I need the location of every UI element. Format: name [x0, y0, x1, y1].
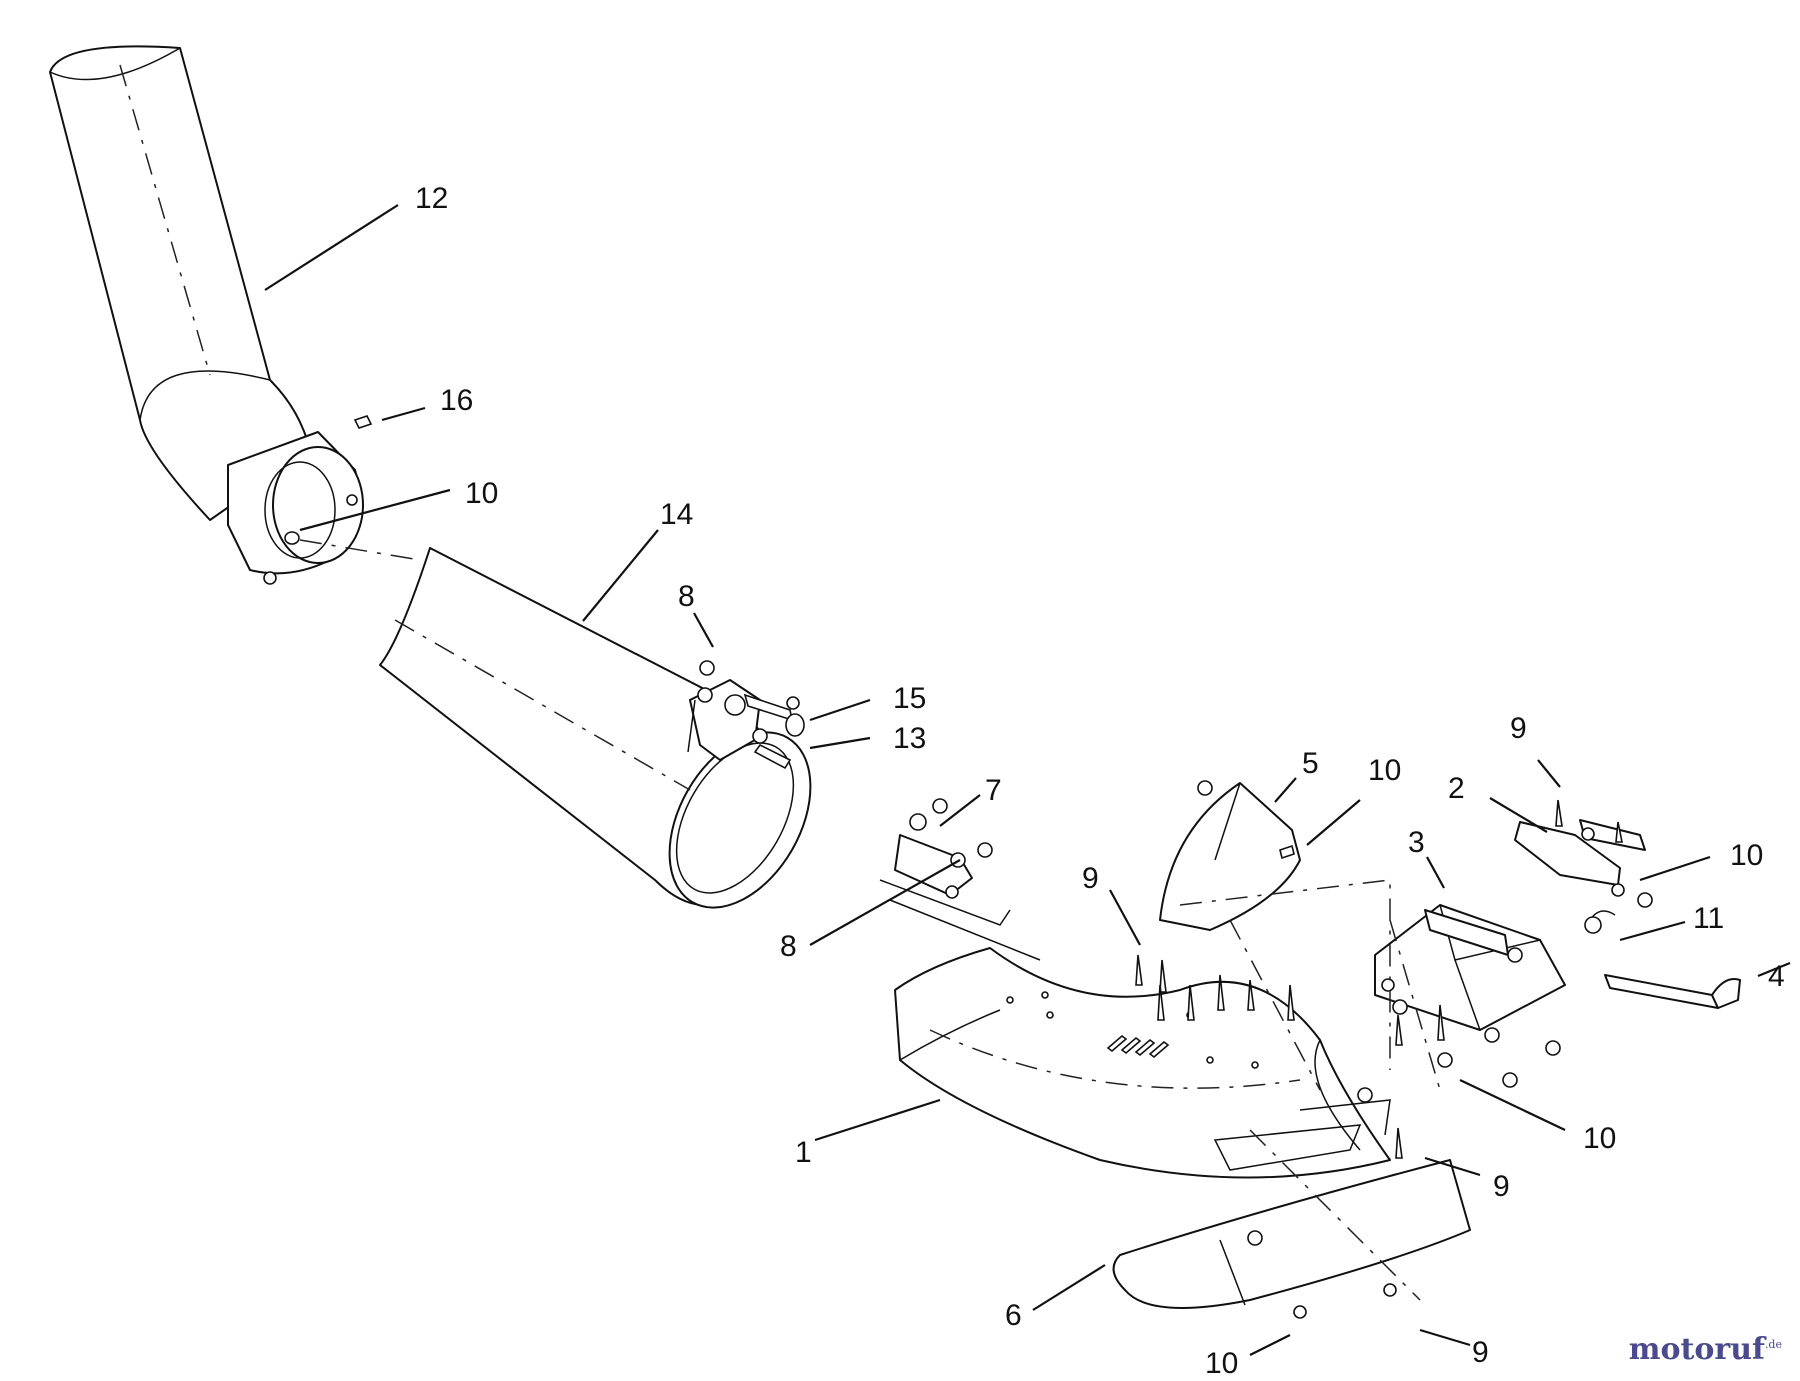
callout-10-pipe-clamp: 10: [465, 477, 498, 510]
callout-5: 5: [1302, 747, 1319, 780]
callout-10-deflector: 10: [1368, 754, 1401, 787]
callout-14: 14: [660, 498, 693, 531]
callout-10-pivot: 10: [1730, 839, 1763, 872]
callout-1: 1: [795, 1136, 812, 1169]
callout-13: 13: [893, 722, 926, 755]
callout-4: 4: [1768, 960, 1785, 993]
upper-deflector: [1159, 780, 1301, 931]
latch-bracket: [687, 660, 805, 770]
callout-8-upper: 8: [678, 580, 695, 613]
discharge-pipe-middle: [299, 539, 812, 909]
mount-plate: [879, 798, 1041, 961]
callout-10-bottom: 10: [1205, 1347, 1238, 1380]
callout-9-lower: 9: [1493, 1170, 1510, 1203]
callout-labels: 12 16 10 14 8 15 13 7 8 5 10 9 2 3 9 10 …: [415, 182, 1785, 1380]
control-bracket: [1374, 904, 1566, 1088]
callout-8-lower: 8: [780, 930, 797, 963]
callout-12: 12: [415, 182, 448, 215]
fasteners: [1135, 879, 1441, 1301]
callout-2: 2: [1448, 772, 1465, 805]
callout-16: 16: [440, 384, 473, 417]
callout-11: 11: [1693, 902, 1724, 935]
control-handle: [1584, 910, 1741, 1009]
callout-10-bracket: 10: [1583, 1122, 1616, 1155]
discharge-pipe-upper: [49, 45, 311, 521]
callout-6: 6: [1005, 1299, 1022, 1332]
callout-15: 15: [893, 682, 926, 715]
callout-9-pivot: 9: [1510, 712, 1527, 745]
callout-3: 3: [1408, 826, 1425, 859]
pivot-tube: [1514, 799, 1653, 908]
watermark-logo: motoruf.de: [1629, 1332, 1782, 1367]
lower-deflector: [1112, 1087, 1471, 1319]
callout-7: 7: [985, 774, 1002, 807]
watermark-domain: .de: [1764, 1338, 1782, 1351]
watermark-text: motoruf: [1628, 1332, 1765, 1367]
pipe-ring-clamp: [227, 415, 373, 585]
callout-9-chute: 9: [1082, 862, 1099, 895]
leader-lines: [264, 204, 1791, 1356]
callout-9-bottom: 9: [1472, 1336, 1489, 1369]
elbow-chute: [894, 947, 1391, 1179]
vent-slots: [1106, 1034, 1170, 1059]
